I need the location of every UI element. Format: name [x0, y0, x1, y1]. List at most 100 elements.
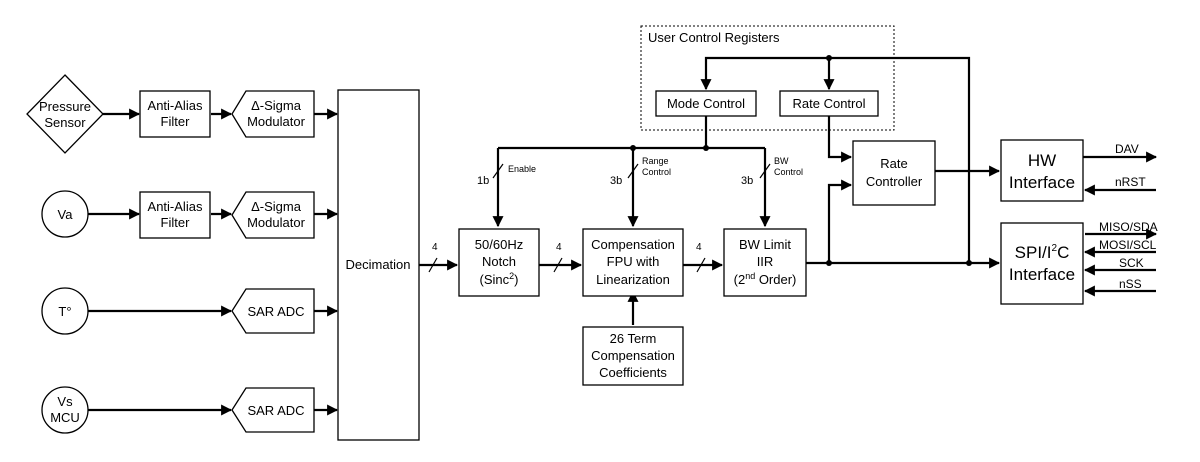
aaf2-line1: Anti-Alias — [148, 199, 203, 214]
pressure-sensor-diamond — [26, 74, 104, 154]
rate-control-label: Rate Control — [793, 96, 866, 111]
rate-controller-block — [852, 140, 936, 206]
range-width-label: 3b — [610, 175, 622, 187]
compensation-fpu-block — [582, 228, 684, 297]
vs-line2: MCU — [50, 410, 80, 425]
aaf1-line1: Anti-Alias — [148, 98, 203, 113]
aaf2-line2: Filter — [161, 215, 191, 230]
notch-line3-sup: 2 — [509, 271, 514, 281]
junction-dot — [826, 55, 832, 61]
coeff-line1: 26 Term — [610, 331, 657, 346]
sar1-label: SAR ADC — [247, 304, 304, 319]
comp-line2: FPU with — [607, 254, 660, 269]
delta-sigma-modulator-1 — [231, 90, 315, 138]
sar2-label: SAR ADC — [247, 403, 304, 418]
bw-line3-pre: (2 — [734, 272, 746, 287]
junction-dot — [826, 260, 832, 266]
registers-title: User Control Registers — [648, 30, 780, 45]
bus-slash-notch — [553, 257, 563, 273]
coeff-line3: Coefficients — [599, 365, 667, 380]
spi-line2: Interface — [1009, 265, 1075, 284]
spi-line1-sup: 2 — [1052, 243, 1058, 254]
notch-line2: Notch — [482, 254, 516, 269]
bw-line1: BW Limit — [739, 237, 791, 252]
coefficients-block — [582, 326, 684, 386]
rate-controller-line1: Rate — [880, 156, 907, 171]
range-label-2: Control — [642, 167, 671, 177]
bw-line3-sup: nd — [745, 271, 755, 281]
nss-label: nSS — [1119, 277, 1142, 291]
hw-interface-block — [1000, 139, 1084, 202]
anti-alias-filter-1 — [139, 90, 211, 138]
spi-line1: SPI/I2C — [1015, 243, 1070, 262]
bus-slash-dec — [428, 257, 438, 273]
anti-alias-filter-2 — [139, 191, 211, 239]
notch-line1: 50/60Hz — [475, 237, 523, 252]
spi-line1-post: C — [1057, 243, 1069, 262]
notch-filter-block — [458, 228, 540, 297]
vs-mcu-source — [41, 386, 89, 434]
va-label: Va — [58, 207, 74, 222]
sck-label: SCK — [1119, 256, 1144, 270]
pressure-line1: Pressure — [39, 99, 91, 114]
wire-bw-ratectrl — [827, 179, 853, 263]
range-label-1: Range — [642, 156, 669, 166]
dec-bus-width: 4 — [432, 242, 438, 253]
temp-label: T° — [58, 304, 71, 319]
mode-control-register — [655, 90, 757, 117]
mod1-line1: Δ-Sigma — [251, 98, 302, 113]
sar-adc-1 — [231, 288, 315, 334]
enable-width-label: 1b — [477, 175, 489, 187]
notch-bus-width: 4 — [556, 242, 562, 253]
junction-dot — [703, 145, 709, 151]
va-source — [41, 190, 89, 238]
sar-adc-2 — [231, 387, 315, 433]
temp-source — [41, 287, 89, 335]
bus-slash-enable — [492, 163, 504, 179]
decimation-label: Decimation — [345, 257, 410, 272]
mod1-line2: Modulator — [247, 114, 305, 129]
bw-line2: IIR — [757, 254, 774, 269]
mod2-line1: Δ-Sigma — [251, 199, 302, 214]
rate-control-register — [779, 90, 879, 117]
bus-slash-bw — [759, 163, 771, 179]
junction-dot — [966, 260, 972, 266]
mosi-label: MOSI/SCL — [1099, 238, 1157, 252]
notch-line3-pre: (Sinc — [480, 272, 510, 287]
dav-label: DAV — [1115, 142, 1139, 156]
enable-label: Enable — [508, 164, 536, 174]
delta-sigma-modulator-2 — [231, 191, 315, 239]
miso-label: MISO/SDA — [1099, 220, 1158, 234]
spi-line1-pre: SPI/I — [1015, 243, 1052, 262]
junction-dot — [630, 145, 636, 151]
decimation-block — [337, 89, 420, 441]
mode-control-label: Mode Control — [667, 96, 745, 111]
aaf1-line2: Filter — [161, 114, 191, 129]
bw-line3-post: Order) — [755, 272, 796, 287]
bus-slash-comp — [696, 257, 706, 273]
vs-line1: Vs — [57, 394, 73, 409]
rate-controller-line2: Controller — [866, 174, 923, 189]
notch-line3-post: ) — [514, 272, 518, 287]
pressure-line2: Sensor — [44, 115, 86, 130]
bw-limit-iir-block — [723, 228, 807, 297]
mod2-line2: Modulator — [247, 215, 305, 230]
comp-line3: Linearization — [596, 272, 670, 287]
wire-feedback-mode — [700, 56, 971, 263]
junctions — [630, 55, 972, 266]
hw-line2: Interface — [1009, 173, 1075, 192]
comp-line1: Compensation — [591, 237, 675, 252]
comp-bus-width: 4 — [696, 242, 702, 253]
bw-control-label-1: BW — [774, 156, 789, 166]
nrst-label: nRST — [1115, 175, 1146, 189]
bw-line3: (2nd Order) — [734, 271, 797, 287]
hw-line1: HW — [1028, 151, 1056, 170]
wire-rate-ctrl — [827, 116, 853, 163]
user-control-registers-group — [640, 25, 895, 131]
bw-width-label: 3b — [741, 175, 753, 187]
bw-control-label-2: Control — [774, 167, 803, 177]
bus-slash-range — [627, 163, 639, 179]
spi-i2c-interface-block — [1000, 222, 1084, 305]
notch-line3: (Sinc2) — [480, 271, 519, 287]
